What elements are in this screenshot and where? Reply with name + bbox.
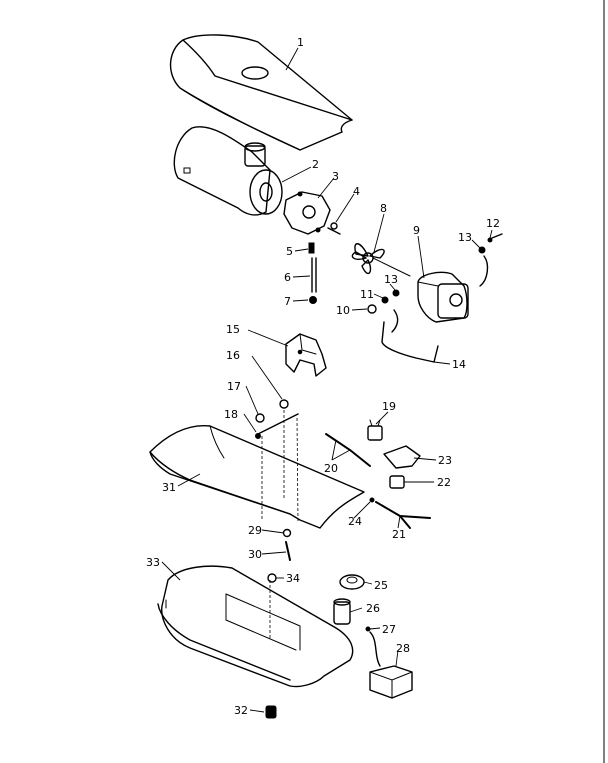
part-3-pump-housing: [283, 191, 331, 235]
callout-26: 26: [366, 602, 380, 615]
part-34-nut: [267, 573, 277, 583]
callout-25: 25: [374, 579, 388, 592]
callout-16: 16: [226, 349, 240, 362]
callout-labels: 1 2 3 4 5 6 7 8 9 10 11 12 13 13 14 15 1…: [146, 36, 500, 717]
callout-19: 19: [382, 400, 396, 413]
callout-6: 6: [284, 271, 291, 284]
part-10-nut: [367, 304, 377, 314]
part-8-fan-blade: [351, 243, 411, 277]
callout-22: 22: [437, 476, 451, 489]
part-17-nut: [255, 413, 265, 423]
callout-13-lower: 13: [384, 273, 398, 286]
callout-24: 24: [348, 515, 362, 528]
callout-17: 17: [227, 380, 241, 393]
part-14-wire-harness: [381, 309, 439, 363]
callout-33: 33: [146, 556, 160, 569]
callout-1: 1: [297, 36, 304, 49]
part-18-rod: [255, 413, 299, 439]
part-30-screw: [285, 541, 291, 561]
part-19-switch: [367, 419, 383, 441]
callout-21: 21: [392, 528, 406, 541]
callout-7: 7: [284, 295, 291, 308]
callout-4: 4: [353, 185, 360, 198]
part-4-fitting: [327, 222, 341, 235]
callout-12: 12: [486, 217, 500, 230]
callout-31: 31: [162, 481, 176, 494]
part-11-washer: [381, 296, 389, 304]
part-25-gauge-cap: [339, 574, 365, 590]
callout-11: 11: [360, 288, 374, 301]
callout-3: 3: [332, 170, 339, 183]
part-2-combustion-chamber: [173, 126, 283, 216]
part-15-bracket: [285, 333, 327, 377]
callout-2: 2: [312, 158, 319, 171]
callout-10: 10: [336, 304, 350, 317]
callout-14: 14: [452, 358, 466, 371]
part-23-bracket: [383, 445, 421, 469]
part-28-transformer: [369, 665, 413, 699]
callout-32: 32: [234, 704, 248, 717]
part-5-nipple: [308, 242, 315, 254]
part-29-washer: [282, 528, 292, 538]
part-24-lead: [369, 497, 375, 503]
callout-13-upper: 13: [458, 231, 472, 244]
part-7-grommet: [309, 296, 317, 304]
callout-20: 20: [324, 462, 338, 475]
callout-23: 23: [438, 454, 452, 467]
part-21-wire-leads: [375, 501, 431, 529]
callout-15: 15: [226, 323, 240, 336]
part-22-relay: [389, 475, 405, 489]
part-13-screw-upper: [478, 246, 489, 287]
part-16-screw: [279, 399, 289, 409]
part-9-motor: [417, 271, 469, 323]
part-1-upper-shell: [169, 34, 353, 151]
callout-27: 27: [382, 623, 396, 636]
callout-5: 5: [286, 245, 293, 258]
part-32-drain-plug: [265, 705, 277, 719]
callout-18: 18: [224, 408, 238, 421]
part-20-wire: [325, 433, 371, 467]
leader-lines: [161, 47, 493, 713]
part-27-lead: [365, 626, 381, 667]
callout-29: 29: [248, 524, 262, 537]
part-13-screw-lower: [392, 289, 400, 297]
part-6-tube: [311, 257, 317, 293]
callout-34: 34: [286, 572, 300, 585]
part-26-filter: [333, 598, 351, 625]
callout-30: 30: [248, 548, 262, 561]
callout-28: 28: [396, 642, 410, 655]
callout-8: 8: [380, 202, 387, 215]
part-33-fuel-tank: [157, 565, 354, 688]
callout-9: 9: [413, 224, 420, 237]
